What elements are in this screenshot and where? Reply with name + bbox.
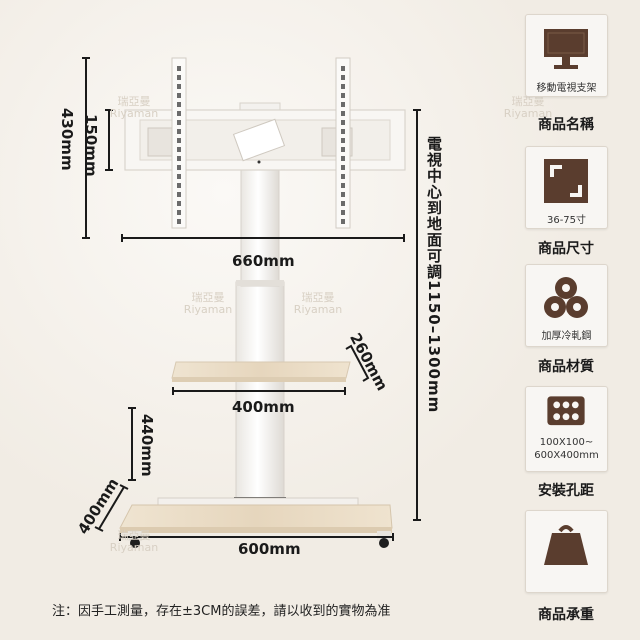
rail-hole [341, 165, 345, 170]
rail-hole [177, 201, 181, 206]
rail-hole [341, 156, 345, 161]
pole-collar [236, 280, 284, 286]
mount-bar-center-plate [232, 118, 286, 162]
spec-card-load: ≤40KG [525, 510, 608, 593]
weight-icon [544, 525, 588, 565]
rail-hole [177, 66, 181, 71]
rail-hole [341, 120, 345, 125]
rail-hole [341, 174, 345, 179]
spec-value-size: 36-75寸 [546, 215, 587, 226]
hole-pattern-icon [547, 396, 585, 426]
spec-card-hole-distance: 100X100~ 600X400mm [525, 386, 608, 472]
shelf-board [171, 361, 351, 379]
rail-hole [341, 138, 345, 143]
rail-hole [341, 219, 345, 224]
spec-name-size: 商品尺寸 [538, 241, 594, 257]
dim-label-150: 150mm [82, 114, 100, 177]
dim-line-660 [121, 234, 405, 242]
rail-hole [177, 219, 181, 224]
rail-hole [177, 84, 181, 89]
spec-card-material: 加厚冷軋鋼 [525, 264, 608, 347]
rail-hole [177, 120, 181, 125]
dim-line-150 [105, 109, 113, 171]
spec-value-hole-distance-line2: 600X400mm [534, 450, 599, 461]
rail-hole [177, 138, 181, 143]
rail-hole [177, 192, 181, 197]
dim-label-440: 440mm [138, 414, 156, 477]
spec-name-load: 商品承重 [538, 607, 594, 623]
rail-hole [341, 201, 345, 206]
spec-name-hole-distance: 安裝孔距 [538, 483, 594, 499]
rail-hole [177, 102, 181, 107]
dim-line-center-height [413, 109, 421, 521]
spec-card-product-name: 移動電視支架 [525, 14, 608, 97]
dim-line-400-base [94, 484, 129, 532]
rail-hole [341, 192, 345, 197]
rail-hole [341, 147, 345, 152]
rail-hole [341, 102, 345, 107]
dim-label-660: 660mm [232, 252, 295, 270]
dim-line-400-shelf [172, 387, 346, 395]
mount-center-dot [257, 160, 261, 164]
dim-label-430: 430mm [58, 108, 76, 171]
rail-hole [177, 75, 181, 80]
dim-label-600: 600mm [238, 540, 301, 558]
rail-hole [177, 174, 181, 179]
base-board-edge [120, 527, 392, 533]
rail-hole [341, 111, 345, 116]
rail-hole [177, 183, 181, 188]
spec-value-product-name: 移動電視支架 [536, 83, 597, 94]
measurement-footnote: 注：因手工測量，存在±3CM的誤差，請以收到的實物為准 [52, 604, 391, 619]
rail-hole [341, 75, 345, 80]
dim-line-260 [345, 344, 370, 382]
dim-line-430 [82, 57, 90, 239]
rail-hole [177, 93, 181, 98]
dim-line-440 [128, 407, 136, 481]
rail-hole [177, 129, 181, 134]
spec-value-material: 加厚冷軋鋼 [541, 331, 592, 342]
dim-label-400-shelf: 400mm [232, 398, 295, 416]
rail-hole [177, 156, 181, 161]
rail-hole [341, 66, 345, 71]
shelf-edge [172, 377, 346, 382]
rail-hole [341, 84, 345, 89]
rail-hole [341, 93, 345, 98]
spec-value-hole-distance-line1: 100X100~ [539, 437, 594, 448]
rail-hole [177, 111, 181, 116]
rail-hole [341, 210, 345, 215]
dim-label-center-height: 電視中心到地面可調1150–1300mm [425, 136, 443, 414]
monitor-icon [544, 29, 588, 69]
base-board [119, 504, 393, 529]
dim-line-600 [119, 533, 394, 541]
rail-hole [341, 129, 345, 134]
vesa-rail-holes [177, 66, 345, 224]
steel-pipes-icon [544, 277, 588, 318]
spec-name-material: 商品材質 [538, 359, 594, 375]
screen-size-icon [544, 159, 588, 203]
rail-hole [177, 210, 181, 215]
rail-hole [177, 165, 181, 170]
spec-value-load: ≤40KG [548, 573, 585, 584]
spec-name-product-name: 商品名稱 [538, 117, 594, 133]
rail-hole [177, 147, 181, 152]
rail-hole [341, 183, 345, 188]
spec-card-size: 36-75寸 [525, 146, 608, 229]
caster-wheel-right [377, 531, 391, 548]
